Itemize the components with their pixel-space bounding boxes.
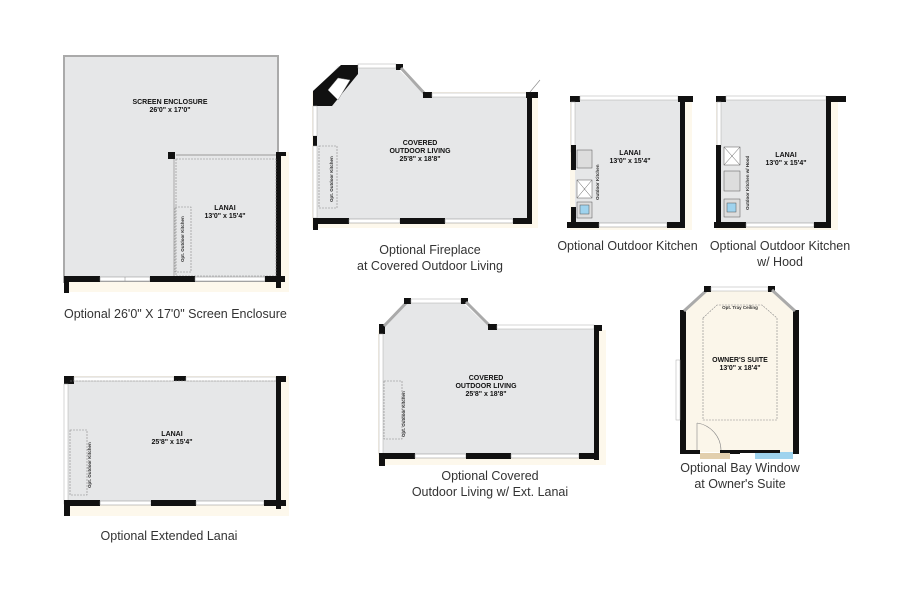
wall — [527, 92, 532, 223]
sliding-door — [194, 276, 266, 282]
caption-fireplace: Optional Fireplace at Covered Outdoor Li… — [357, 243, 503, 273]
svg-text:25'8" x 18'8": 25'8" x 18'8" — [399, 156, 440, 163]
plan-fireplace: COVERED OUTDOOR LIVING 25'8" x 18'8" Opt… — [312, 63, 541, 230]
wall — [680, 310, 686, 454]
grill-hood-icon — [723, 170, 741, 192]
outdoor-kitchen-outline — [383, 380, 403, 440]
sliding-door — [195, 500, 265, 506]
kitchen-note: Opt. Outdoor Kitchen — [180, 216, 185, 262]
caption-outdoor-kitchen-hood: Optional Outdoor Kitchen w/ Hood — [709, 239, 851, 269]
sliding-door — [444, 218, 514, 224]
sink-icon — [579, 204, 590, 215]
svg-text:LANAI: LANAI — [619, 150, 640, 157]
caption-extended-lanai: Optional Extended Lanai — [100, 529, 238, 543]
plan-extended-lanai: LANAI 25'8" x 15'4" Opt. Outdoor Kitchen — [63, 376, 289, 516]
svg-text:LANAI: LANAI — [775, 152, 796, 159]
wall — [168, 152, 175, 159]
outdoor-kitchen-outline — [318, 145, 338, 209]
sliding-door — [510, 453, 580, 459]
room-name: LANAI — [214, 205, 235, 212]
wall — [826, 96, 831, 227]
wall — [594, 325, 599, 460]
door-swing — [696, 422, 722, 451]
closet-floor — [700, 453, 730, 459]
sliding-door — [745, 222, 815, 228]
caption-covered-ext-lanai: Optional Covered Outdoor Living w/ Ext. … — [411, 469, 569, 499]
sliding-door — [348, 218, 401, 224]
svg-text:13'0" x 15'4": 13'0" x 15'4" — [765, 160, 806, 167]
plan-bay-window: Opt. Tray Ceiling OWNER'S SUITE 13'0" x … — [675, 286, 799, 459]
grill-icon — [576, 149, 593, 169]
svg-text:13'0" x 15'4": 13'0" x 15'4" — [609, 158, 650, 165]
plan-outdoor-kitchen: LANAI 13'0" x 15'4" Outdoor Kitchen — [567, 95, 693, 230]
svg-text:COVERED: COVERED — [469, 375, 504, 382]
tray-ceiling-outline — [702, 304, 778, 421]
svg-text:OUTDOOR LIVING: OUTDOOR LIVING — [455, 383, 517, 390]
sliding-door — [598, 222, 668, 228]
room-dims: 26'0" x 17'0" — [149, 107, 190, 114]
sink-icon — [726, 202, 737, 213]
caption-outdoor-kitchen: Optional Outdoor Kitchen — [557, 239, 698, 253]
wall — [276, 152, 281, 288]
plan-outdoor-kitchen-hood: LANAI 13'0" x 15'4" Outdoor Kitchen w/ H… — [714, 95, 846, 230]
plan-screen-enclosure: SCREEN ENCLOSURE 26'0" x 17'0" LANAI 13'… — [63, 55, 289, 293]
plan-covered-ext-lanai: COVERED OUTDOOR LIVING 25'8" x 18'8" Opt… — [378, 298, 606, 466]
svg-text:OUTDOOR LIVING: OUTDOOR LIVING — [389, 148, 451, 155]
svg-text:Opt. Outdoor Kitchen: Opt. Outdoor Kitchen — [87, 442, 92, 488]
svg-text:25'8" x 18'8": 25'8" x 18'8" — [465, 391, 506, 398]
outdoor-kitchen-outline — [174, 206, 192, 273]
sliding-door — [414, 453, 467, 459]
svg-text:25'8" x 15'4": 25'8" x 15'4" — [151, 439, 192, 446]
svg-text:OWNER'S SUITE: OWNER'S SUITE — [712, 357, 768, 364]
wall — [276, 376, 281, 509]
svg-text:Opt. Outdoor Kitchen: Opt. Outdoor Kitchen — [329, 156, 334, 202]
room-dims: 13'0" x 15'4" — [204, 213, 245, 220]
wall — [680, 96, 685, 227]
svg-text:LANAI: LANAI — [161, 431, 182, 438]
svg-text:Outdoor Kitchen: Outdoor Kitchen — [595, 164, 600, 200]
caption-bay-window: Optional Bay Window at Owner's Suite — [680, 461, 800, 491]
sliding-door — [99, 500, 152, 506]
outdoor-kitchen-outline — [69, 429, 88, 496]
caption-screen-enclosure: Optional 26'0" X 17'0" Screen Enclosure — [64, 307, 287, 321]
svg-text:Opt. Outdoor Kitchen: Opt. Outdoor Kitchen — [401, 391, 406, 437]
svg-text:COVERED: COVERED — [403, 140, 438, 147]
room-name: SCREEN ENCLOSURE — [132, 99, 207, 106]
svg-text:Outdoor Kitchen w/ Hood: Outdoor Kitchen w/ Hood — [745, 156, 750, 210]
svg-text:13'0" x 18'4": 13'0" x 18'4" — [719, 365, 760, 372]
firebox — [327, 77, 351, 101]
svg-text:Opt. Tray Ceiling: Opt. Tray Ceiling — [722, 305, 758, 310]
screen-enclosure-area — [63, 55, 279, 283]
wall — [793, 310, 799, 454]
bath-floor — [755, 452, 793, 459]
